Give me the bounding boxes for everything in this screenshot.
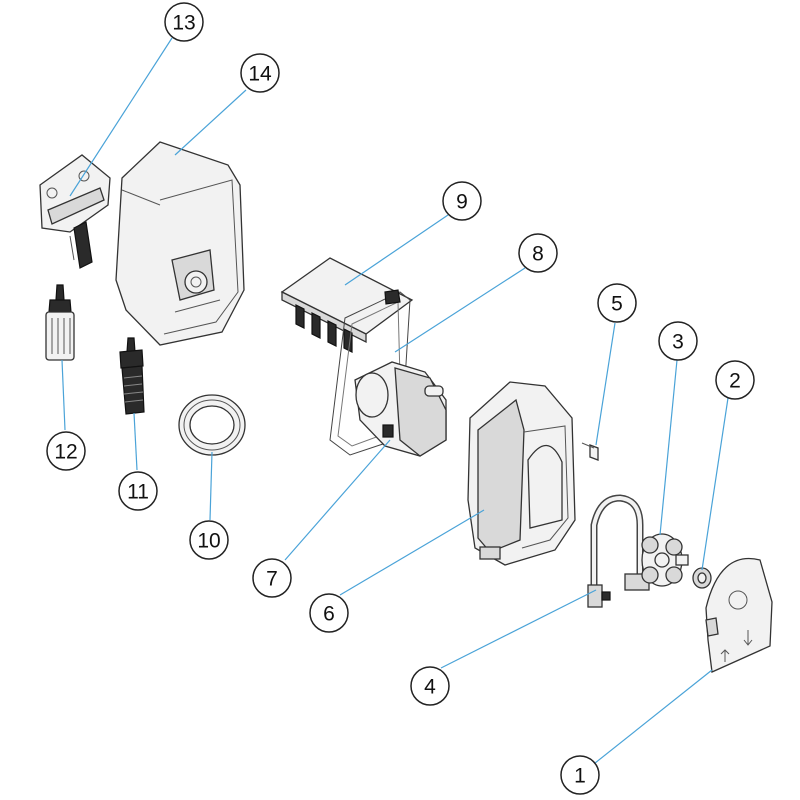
callout-8: 8 — [518, 233, 558, 273]
part-3-rotor — [641, 533, 689, 587]
callout-label: 7 — [266, 568, 278, 591]
leader-12 — [61, 359, 66, 431]
leader-2 — [701, 397, 729, 571]
callout-label: 11 — [127, 481, 149, 504]
leader-6 — [339, 509, 485, 596]
callout-label: 12 — [54, 441, 77, 464]
callout-2: 2 — [715, 360, 755, 400]
callout-label: 5 — [611, 293, 623, 316]
callout-3: 3 — [658, 321, 698, 361]
callout-label: 9 — [456, 191, 468, 214]
part-12-foot-filter — [45, 284, 75, 361]
callout-7: 7 — [252, 558, 292, 598]
callout-10: 10 — [189, 520, 229, 560]
callout-label: 2 — [729, 370, 741, 393]
leader-7 — [284, 439, 391, 561]
part-6-front-cover — [467, 381, 576, 566]
callout-label: 14 — [248, 63, 272, 86]
leader-4 — [440, 589, 597, 669]
part-2-bushing — [692, 567, 712, 589]
leader-1 — [579, 669, 713, 776]
callout-label: 3 — [672, 331, 684, 354]
callout-11: 11 — [118, 471, 158, 511]
part-14-housing — [115, 141, 245, 346]
callout-label: 8 — [532, 243, 544, 266]
callout-14: 14 — [240, 53, 280, 93]
part-13-wall-bracket — [39, 154, 111, 269]
callout-label: 6 — [323, 603, 335, 626]
leader-10 — [209, 451, 213, 521]
callout-9: 9 — [442, 181, 482, 221]
callout-12: 12 — [46, 431, 86, 471]
callout-6: 6 — [309, 593, 349, 633]
callout-label: 13 — [172, 12, 195, 35]
leader-11 — [133, 412, 138, 471]
part-10-tube-coil — [178, 394, 246, 456]
leader-13 — [69, 37, 173, 197]
leader-3 — [659, 359, 678, 536]
part-9-circuit-board — [280, 257, 414, 353]
part-4-pump-tube — [587, 494, 650, 608]
leader-lines — [61, 37, 729, 776]
leader-8 — [394, 267, 526, 353]
callout-5: 5 — [597, 283, 637, 323]
leader-5 — [595, 322, 616, 446]
callout-label: 1 — [574, 765, 586, 788]
leader-9 — [344, 214, 449, 286]
part-7-motor — [354, 361, 447, 457]
leader-14 — [174, 89, 247, 156]
callout-4: 4 — [410, 666, 450, 706]
callout-13: 13 — [164, 2, 204, 42]
callout-1: 1 — [560, 755, 600, 795]
callouts: 1 2 3 4 5 6 7 8 — [46, 2, 755, 795]
part-11-injection-valve — [119, 337, 145, 415]
callout-label: 10 — [197, 530, 220, 553]
part-1-cover-plate — [705, 558, 773, 673]
part-5-screw — [581, 442, 599, 461]
callout-label: 4 — [424, 676, 436, 699]
